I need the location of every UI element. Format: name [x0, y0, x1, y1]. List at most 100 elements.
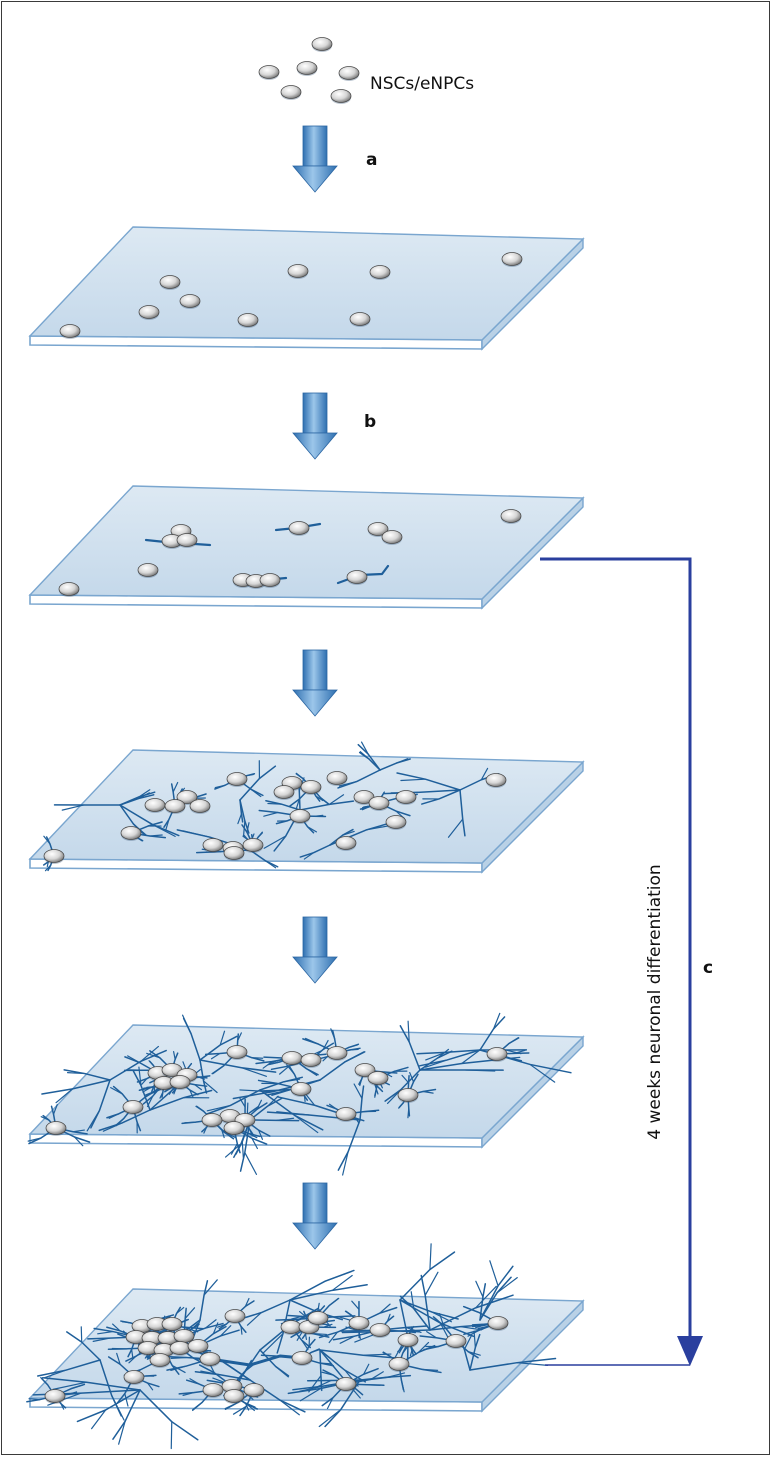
neurite: [516, 1362, 549, 1366]
neurite: [382, 1351, 392, 1358]
neurite: [141, 1078, 148, 1085]
neurite: [184, 1121, 197, 1124]
neurite: [251, 833, 255, 840]
cell: [326, 1046, 348, 1060]
neurite: [464, 1306, 480, 1314]
neurite: [304, 1333, 308, 1341]
cell: [173, 1329, 195, 1343]
neurite: [339, 1335, 356, 1344]
arrow-shaft: [302, 916, 328, 958]
neurite: [124, 1393, 129, 1407]
neurite: [47, 1392, 82, 1406]
neurite: [211, 1065, 225, 1075]
neurite: [40, 1116, 50, 1121]
neurite: [299, 1385, 324, 1392]
neurite: [286, 1064, 295, 1075]
stage-5-cells: [26, 1243, 557, 1450]
duration-label: 4 weeks neuronal differentiation: [645, 864, 665, 1140]
process-arrow-2: [292, 392, 338, 460]
neurite: [27, 1137, 42, 1142]
neurite: [239, 1097, 246, 1108]
cell: [169, 1075, 191, 1089]
cell: [307, 1311, 329, 1325]
timeline-arrowhead: [677, 1336, 703, 1366]
cell: [242, 838, 264, 852]
neurite: [395, 758, 409, 764]
neurite: [374, 1088, 377, 1098]
neurite: [475, 1285, 497, 1309]
neurite: [60, 1402, 65, 1410]
neurite: [97, 1330, 114, 1335]
neurite: [480, 1325, 488, 1331]
cell: [487, 1316, 509, 1330]
neurite: [328, 1103, 337, 1110]
neurite: [182, 1391, 196, 1396]
neurite: [328, 794, 345, 805]
cell: [223, 846, 245, 860]
neurite: [409, 1071, 415, 1083]
cell: [291, 1351, 313, 1365]
cell: [59, 324, 81, 338]
neurite: [429, 1243, 432, 1271]
neurite: [463, 1334, 473, 1351]
neurite: [460, 1326, 481, 1331]
neurite: [509, 1056, 521, 1059]
cell: [445, 1334, 467, 1348]
neurite: [342, 1151, 349, 1176]
neurite: [112, 1323, 121, 1332]
neurite: [262, 1333, 284, 1354]
neurite: [344, 1051, 365, 1063]
neurite: [315, 1379, 332, 1389]
cell: [176, 533, 198, 547]
neurite: [73, 1136, 84, 1147]
neurite: [194, 1084, 203, 1091]
neurite: [240, 1067, 267, 1077]
neurite: [426, 1330, 437, 1339]
neurite: [344, 1310, 353, 1317]
cell: [369, 265, 391, 279]
neurite: [165, 818, 170, 830]
neurite: [249, 1119, 300, 1122]
cell: [123, 1370, 145, 1384]
neurite: [409, 1348, 414, 1357]
neurite: [321, 1371, 334, 1376]
cell: [346, 570, 368, 584]
cell: [367, 1071, 389, 1085]
neurite: [204, 1319, 217, 1329]
neurite: [173, 1088, 177, 1095]
neurite: [118, 1420, 126, 1445]
neurite: [246, 822, 250, 833]
neurite: [203, 1126, 208, 1134]
culture-plate-3: [28, 749, 585, 874]
neurite: [322, 1323, 333, 1328]
neurite: [475, 1280, 484, 1298]
neurite: [355, 1117, 360, 1124]
neurite: [304, 1037, 319, 1045]
cell: [237, 313, 259, 327]
cell: [189, 799, 211, 813]
cell: [335, 836, 357, 850]
neurite: [345, 1326, 360, 1332]
cell: [223, 1121, 245, 1135]
cell: [281, 1051, 303, 1065]
neurite: [279, 1399, 300, 1416]
neurite: [303, 852, 315, 860]
neurite: [300, 1339, 309, 1351]
neurite: [61, 804, 85, 811]
neurite: [461, 1048, 482, 1065]
neurite: [425, 1059, 448, 1068]
neurite: [108, 1113, 120, 1119]
cell: [500, 509, 522, 523]
neurite: [269, 1061, 280, 1065]
cell: [300, 780, 322, 794]
cell: [367, 522, 389, 536]
cell: [273, 785, 295, 799]
neurite: [279, 1065, 290, 1075]
plate-top: [28, 226, 585, 341]
cell: [161, 1317, 183, 1331]
cell: [289, 809, 311, 823]
cell: [501, 252, 523, 266]
neurite: [359, 751, 370, 760]
neurite: [398, 1346, 404, 1354]
neurite: [360, 741, 369, 755]
